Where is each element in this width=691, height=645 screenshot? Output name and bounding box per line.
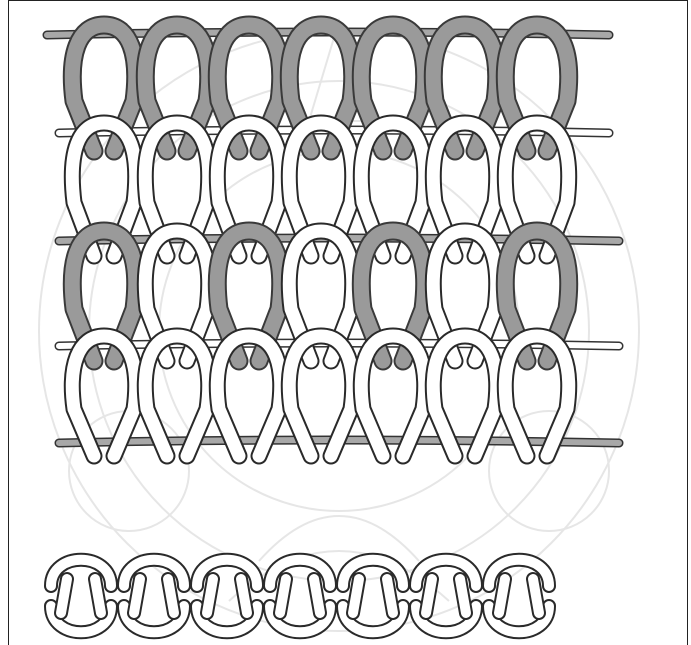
chain-link-fill-4-2 [353,579,359,613]
chain-link-fill-1-3 [168,579,174,613]
chain-link-fill-1-2 [134,579,140,613]
chain-link-fill-5-2 [426,579,432,613]
chain-link-fill-6-2 [499,579,505,613]
chain-link-fill-5-3 [460,579,466,613]
chain-link-fill-0-3 [95,579,101,613]
chain-link-fill-2-3 [241,579,247,613]
chain-link-fill-6-3 [533,579,539,613]
chain-link-fill-0-2 [61,579,67,613]
knit-structure-figure [9,1,687,645]
chain-link-fill-3-2 [280,579,286,613]
chain-link-fill-2-2 [207,579,213,613]
chain-link-fill-3-3 [314,579,320,613]
chain-cross-section [51,560,549,633]
figure-frame [8,0,688,645]
chain-link-fill-4-3 [387,579,393,613]
